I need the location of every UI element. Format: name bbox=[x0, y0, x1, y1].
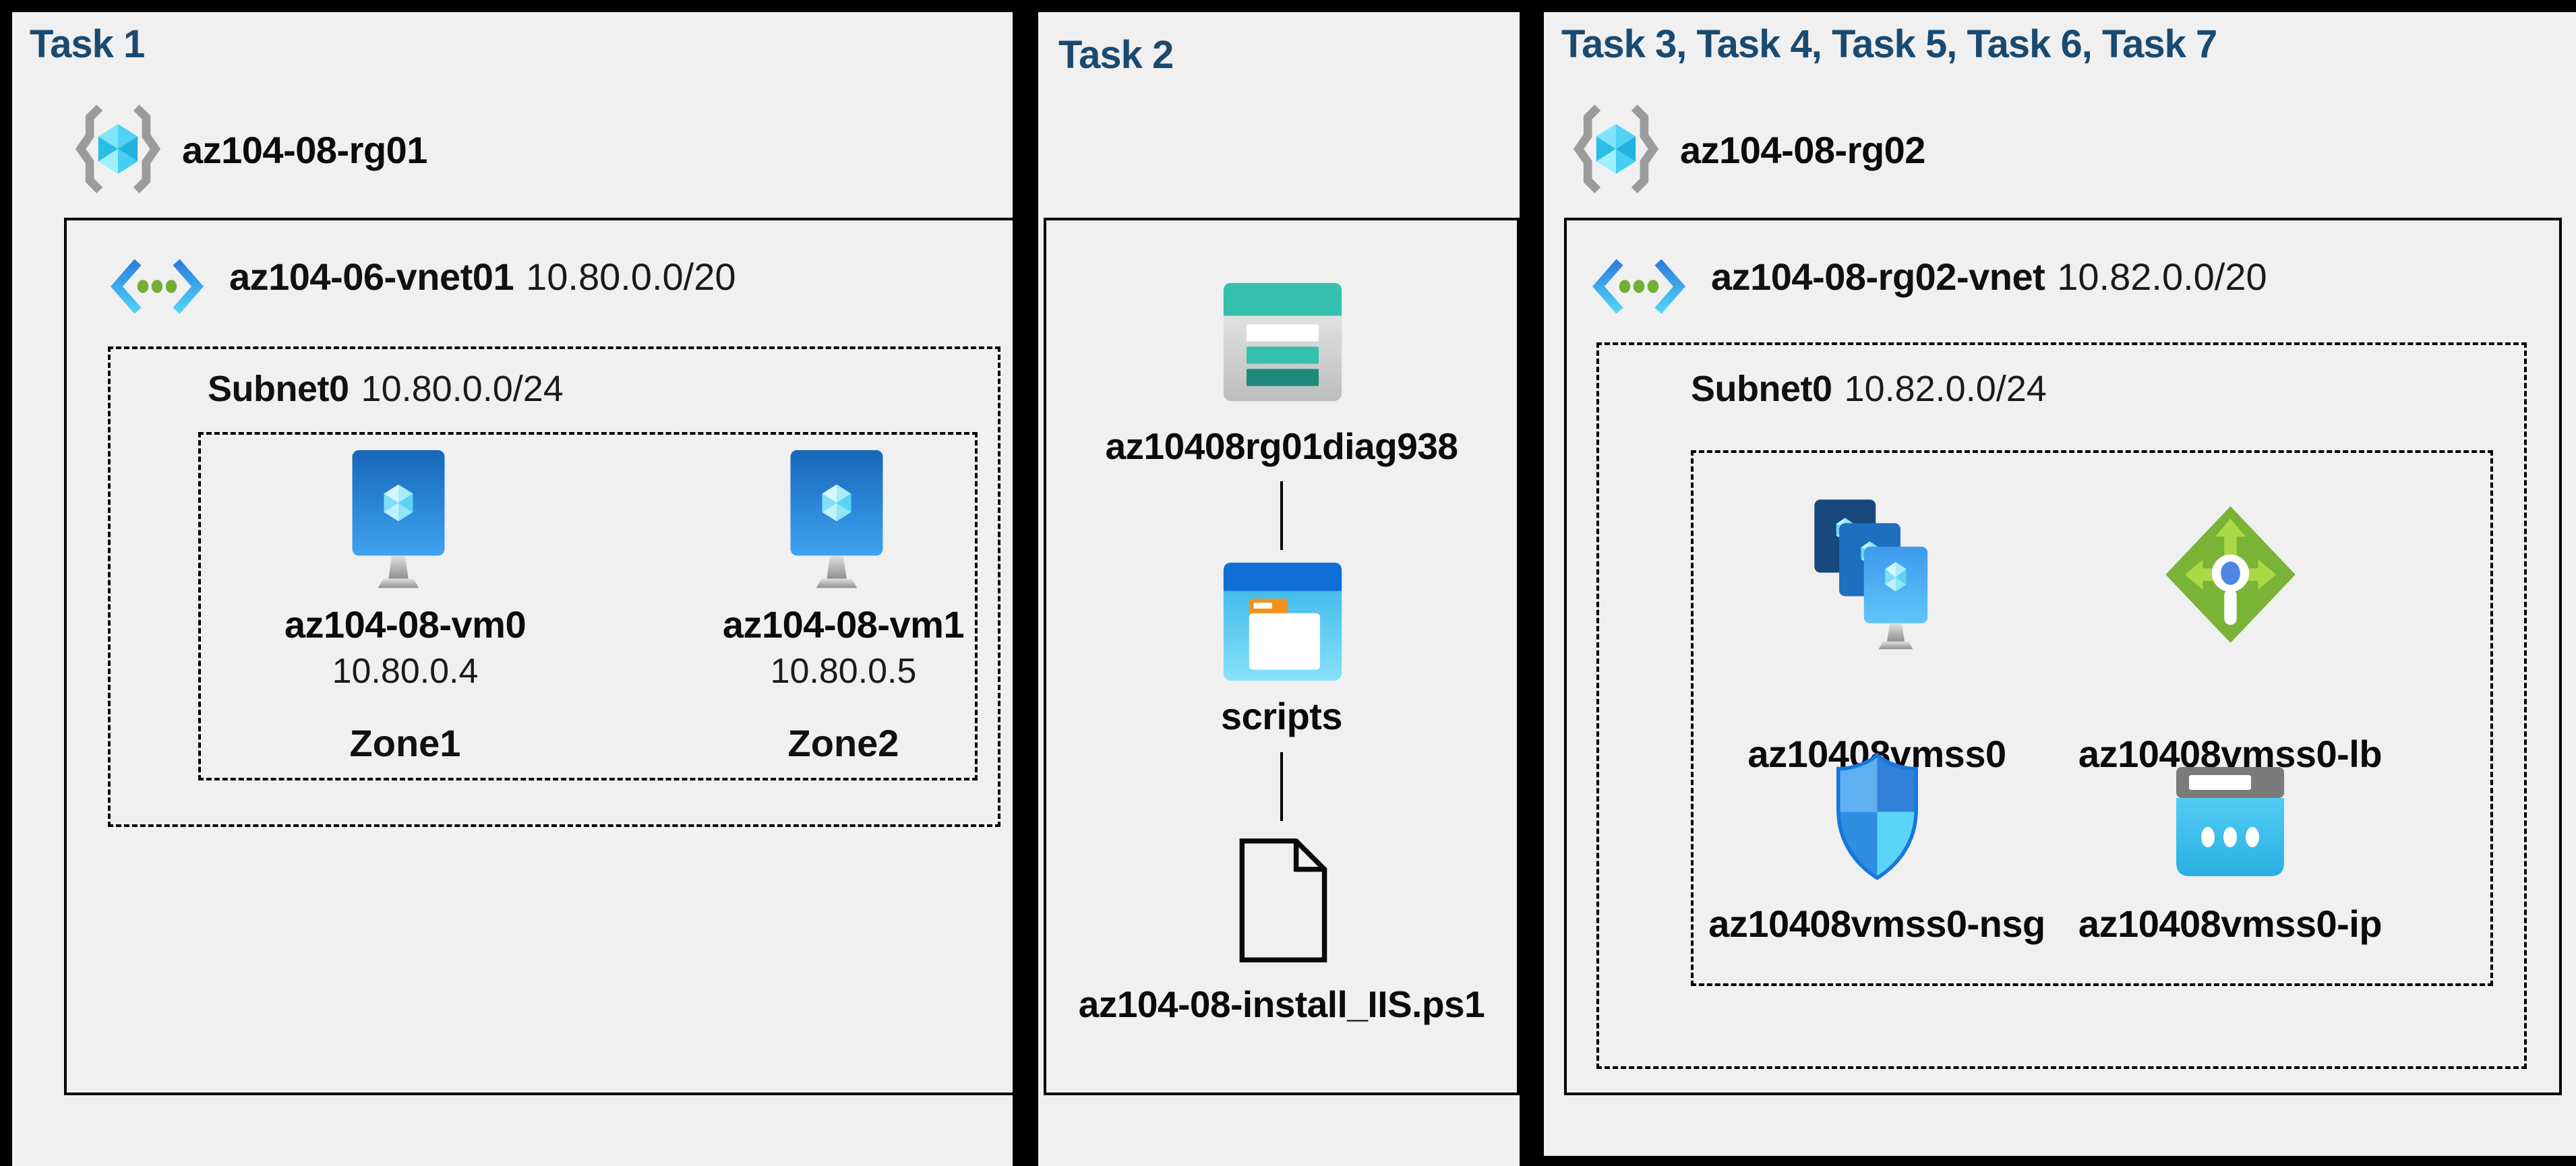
panel-task2: Task 2 az10408rg01diag938 scripts az10 bbox=[1033, 7, 1525, 1166]
vmss-icon bbox=[1814, 499, 1928, 650]
storage-account-icon bbox=[1223, 282, 1342, 402]
vnet-cidr: 10.80.0.0/20 bbox=[526, 255, 736, 298]
resource-group-box bbox=[1564, 218, 2562, 1095]
vnet-cidr: 10.82.0.0/20 bbox=[2057, 255, 2267, 298]
subnet-name: Subnet0 bbox=[208, 369, 349, 409]
panel3-title: Task 3, Task 4, Task 5, Task 6, Task 7 bbox=[1561, 22, 2217, 66]
resource-name: az10408vmss0-nsg bbox=[1708, 902, 2045, 945]
subnet-box bbox=[108, 346, 1000, 827]
vm-name: az104-08-vm1 bbox=[722, 603, 965, 646]
vnet-row-label: az104-08-rg02-vnet 10.82.0.0/20 bbox=[1711, 255, 2267, 299]
script-file-name: az104-08-install_IIS.ps1 bbox=[1078, 983, 1485, 1025]
task2-box bbox=[1044, 218, 1520, 1095]
vm-ip: 10.80.0.5 bbox=[770, 652, 917, 691]
load-balancer-icon bbox=[2165, 506, 2296, 643]
virtual-network-icon bbox=[1592, 259, 1685, 314]
resource-group-icon bbox=[75, 104, 161, 193]
vm-ip: 10.80.0.4 bbox=[332, 652, 479, 691]
virtual-network-icon bbox=[111, 259, 204, 314]
virtual-machine-icon bbox=[790, 450, 883, 588]
availability-zone-box bbox=[198, 432, 978, 780]
resource-group-box bbox=[64, 218, 1019, 1095]
connector-line bbox=[1280, 481, 1283, 550]
panel-tasks3-7: Task 3, Task 4, Task 5, Task 6, Task 7 a… bbox=[1538, 7, 2576, 1161]
blob-container-icon bbox=[1223, 562, 1342, 681]
vm-zone: Zone2 bbox=[787, 722, 899, 764]
subnet-cidr: 10.80.0.0/24 bbox=[361, 369, 564, 409]
public-ip-icon bbox=[2176, 767, 2284, 876]
network-security-group-icon bbox=[1836, 752, 1918, 880]
connector-line bbox=[1280, 752, 1283, 821]
vnet-name: az104-06-vnet01 bbox=[229, 255, 514, 298]
panel1-title: Task 1 bbox=[30, 22, 145, 66]
vm-zone: Zone1 bbox=[349, 722, 461, 764]
file-icon bbox=[1239, 838, 1327, 962]
resource-name: az10408vmss0-ip bbox=[2078, 902, 2383, 945]
panel-task1: Task 1 az104-08-rg01 az104-06-vnet01 10.8… bbox=[7, 7, 1019, 1166]
resource-group-name: az104-08-rg02 bbox=[1680, 129, 1925, 171]
resource-group-icon bbox=[1573, 104, 1659, 193]
storage-account-name: az10408rg01diag938 bbox=[1105, 425, 1458, 467]
vnet-row-label: az104-06-vnet01 10.80.0.0/20 bbox=[229, 255, 736, 299]
resource-group-name: az104-08-rg01 bbox=[182, 129, 427, 171]
vnet-name: az104-08-rg02-vnet bbox=[1711, 255, 2045, 298]
subnet-label: Subnet0 10.82.0.0/24 bbox=[1691, 368, 2047, 410]
subnet-label: Subnet0 10.80.0.0/24 bbox=[208, 368, 564, 410]
panel2-title: Task 2 bbox=[1058, 33, 1174, 77]
subnet-box bbox=[1596, 342, 2527, 1069]
container-name: scripts bbox=[1220, 695, 1343, 737]
subnet-name: Subnet0 bbox=[1691, 369, 1832, 409]
resources-box bbox=[1691, 450, 2493, 986]
virtual-machine-icon bbox=[352, 450, 445, 588]
vm-name: az104-08-vm0 bbox=[284, 603, 527, 646]
subnet-cidr: 10.82.0.0/24 bbox=[1844, 369, 2047, 409]
